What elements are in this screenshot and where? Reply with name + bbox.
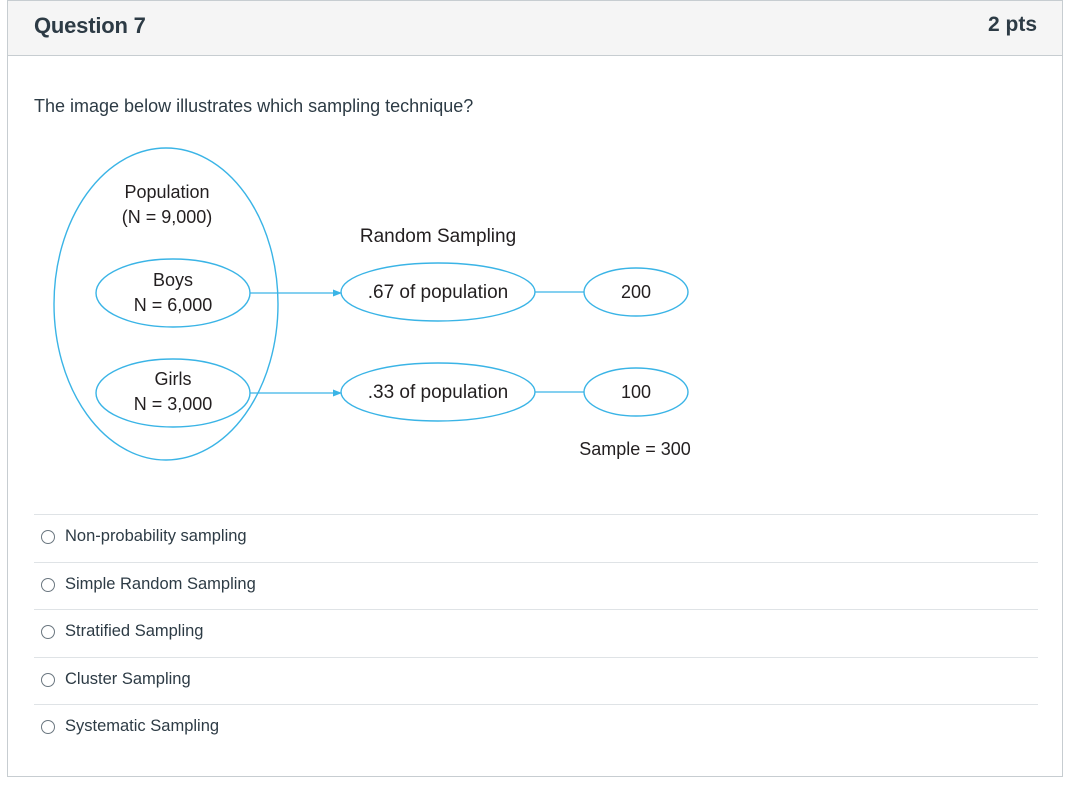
- sampling-diagram: Population (N = 9,000) Boys N = 6,000 Gi…: [53, 147, 691, 461]
- answer-label[interactable]: Systematic Sampling: [65, 717, 220, 735]
- answer-label[interactable]: Simple Random Sampling: [65, 574, 256, 593]
- boys-label: Boys: [153, 270, 193, 290]
- answer-option-non-probability[interactable]: Non-probability sampling: [34, 514, 1038, 562]
- radio-button[interactable]: [41, 672, 55, 687]
- answer-option-simple-random[interactable]: Simple Random Sampling: [34, 561, 1038, 610]
- radio-button[interactable]: [41, 625, 55, 639]
- question-title: Question 7: [34, 13, 146, 38]
- boys-sample: 200: [621, 282, 651, 302]
- sample-total: Sample = 300: [579, 439, 691, 459]
- radio-button[interactable]: [41, 720, 55, 734]
- answer-option-systematic[interactable]: Systematic Sampling: [34, 704, 1038, 752]
- method-label: Random Sampling: [360, 226, 516, 247]
- radio-button[interactable]: [41, 577, 55, 592]
- boys-n: N = 6,000: [134, 295, 213, 315]
- boys-fraction: .67 of population: [368, 282, 509, 303]
- answer-label[interactable]: Cluster Sampling: [65, 669, 191, 688]
- answer-option-cluster[interactable]: Cluster Sampling: [34, 656, 1038, 705]
- boys-sample-ellipse: [583, 267, 689, 317]
- answer-list: Non-probability sampling Simple Random S…: [34, 514, 1038, 752]
- population-label: Population: [124, 182, 209, 202]
- question-points: 2 pts: [987, 13, 1037, 36]
- answer-label[interactable]: Stratified Sampling: [65, 622, 204, 640]
- girls-fraction: .33 of population: [368, 382, 509, 403]
- answer-label[interactable]: Non-probability sampling: [65, 527, 247, 545]
- question-header: Question 7 2 pts: [8, 1, 1062, 56]
- answer-option-stratified[interactable]: Stratified Sampling: [34, 609, 1038, 657]
- population-ellipse: [53, 147, 279, 461]
- girls-n: N = 3,000: [134, 394, 213, 414]
- radio-button[interactable]: [41, 530, 55, 544]
- girls-arrowhead: [333, 389, 342, 397]
- question-card: Question 7 2 pts The image below illustr…: [7, 0, 1063, 777]
- girls-label: Girls: [155, 369, 192, 389]
- question-text: The image below illustrates which sampli…: [34, 96, 474, 116]
- girls-sample: 100: [621, 382, 651, 402]
- boys-arrowhead: [333, 289, 342, 297]
- girls-sample-ellipse: [583, 367, 689, 417]
- population-n: (N = 9,000): [122, 207, 213, 227]
